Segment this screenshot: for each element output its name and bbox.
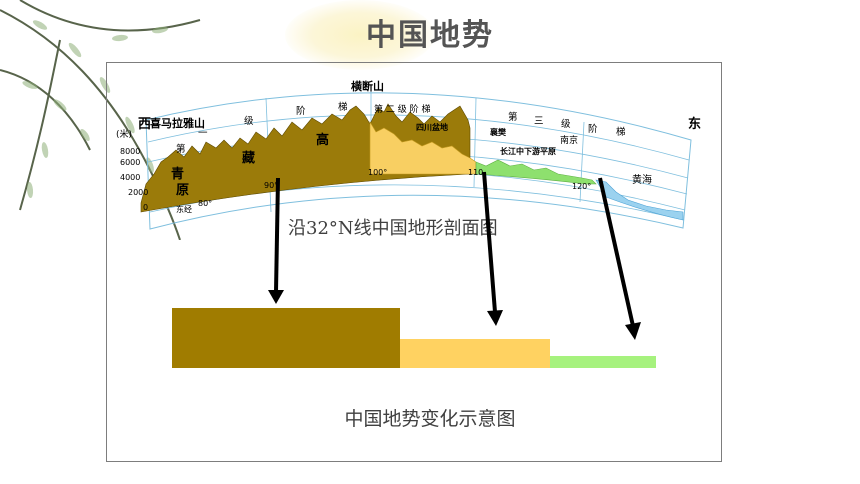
- label-qing: 青: [171, 166, 184, 182]
- step1-ji: 级: [244, 115, 254, 127]
- label-yuan: 原: [176, 183, 189, 198]
- step2-label: 第 二 级 阶 梯: [374, 103, 430, 115]
- label-sichuan: 四川盆地: [416, 122, 448, 132]
- label-unit: (米): [116, 128, 132, 140]
- elev-6000: 6000: [120, 158, 140, 167]
- content-frame: [106, 62, 722, 462]
- step1-ti: 梯: [338, 101, 348, 113]
- label-huanghai: 黄海: [632, 173, 652, 186]
- schematic-caption: 中国地势变化示意图: [344, 408, 516, 430]
- lon-90: 90°: [264, 181, 278, 190]
- page-title: 中国地势: [366, 18, 494, 53]
- step1-di: 第: [176, 143, 186, 155]
- elev-2000: 2000: [128, 188, 148, 197]
- label-changjiang: 长江中下游平原: [500, 146, 556, 156]
- lon-label: 东经: [176, 204, 192, 214]
- step1-block: [172, 308, 400, 368]
- sea-profile: [595, 179, 684, 221]
- elev-4000: 4000: [120, 173, 140, 182]
- label-nanjing: 南京: [560, 134, 578, 146]
- step3-san: 三: [534, 116, 544, 127]
- profile-strip-outline: [145, 92, 692, 230]
- label-himalaya: 喜马拉雅山: [150, 116, 205, 130]
- lon-120: 120°: [572, 182, 591, 191]
- willow-branch-decoration: [0, 0, 201, 240]
- step3-ji: 级: [561, 118, 571, 130]
- step3-jie: 阶: [588, 123, 598, 135]
- lon-110: 110: [468, 168, 483, 177]
- sun-glow-decoration: [285, 0, 435, 70]
- label-east: 东: [688, 116, 701, 132]
- elev-8000: 8000: [120, 147, 140, 156]
- step3-di: 第: [508, 111, 518, 123]
- step1-jie: 阶: [296, 105, 306, 117]
- label-zang: 藏: [242, 150, 255, 166]
- profile-caption: 沿32°N线中国地形剖面图: [288, 218, 498, 239]
- step1-yi: 一: [198, 128, 208, 139]
- step3-block: [550, 356, 656, 368]
- step3-terrain: [475, 159, 597, 185]
- label-xiangfan: 襄樊: [489, 127, 507, 137]
- label-gao: 高: [316, 132, 329, 148]
- elev-0: 0: [143, 203, 148, 212]
- step2-block: [400, 339, 550, 368]
- step3-ti: 梯: [616, 126, 626, 138]
- label-hengduan: 横断山: [351, 79, 384, 93]
- lon-100: 100°: [368, 168, 387, 177]
- lon-80: 80°: [198, 199, 212, 208]
- label-west: 西: [138, 117, 151, 132]
